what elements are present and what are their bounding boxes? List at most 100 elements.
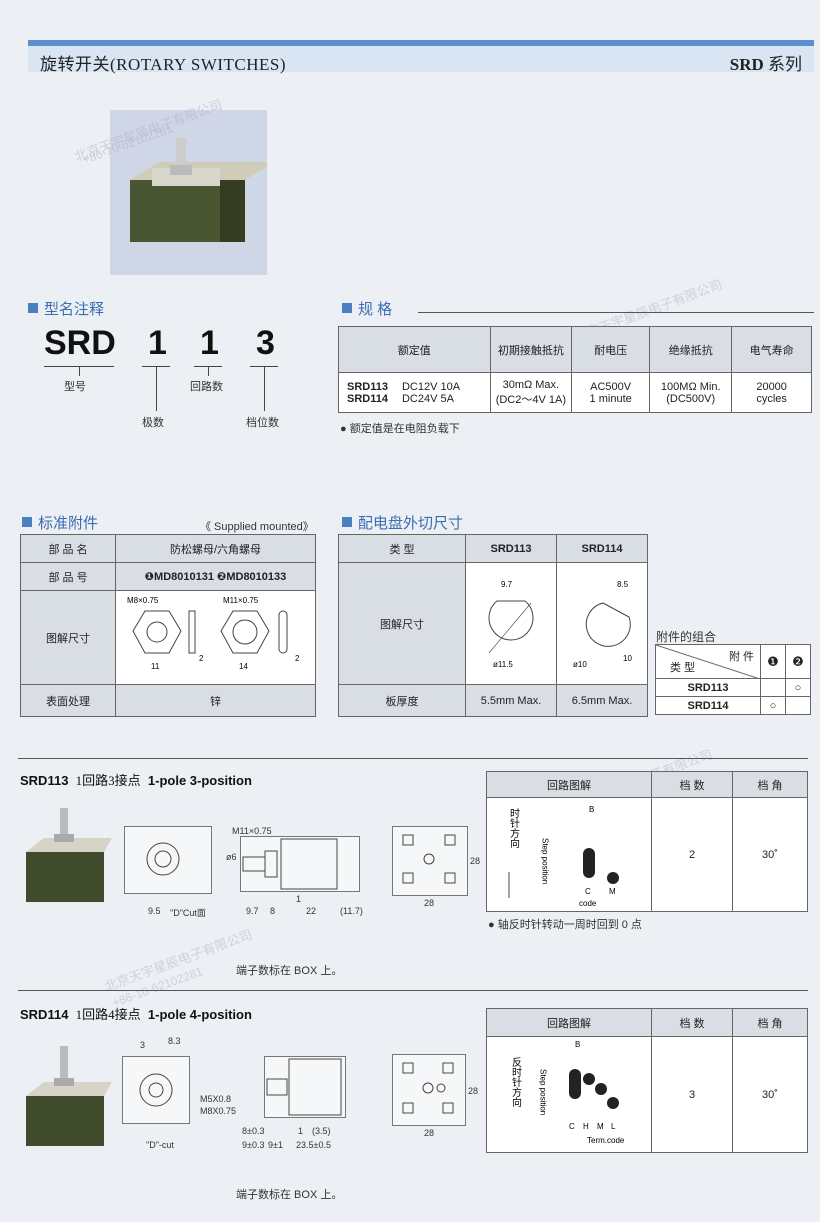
srd113-side-drawing xyxy=(240,836,360,892)
combo-table: 附 件 类 型 ❶ ❷ SRD113○ SRD114○ xyxy=(655,644,811,715)
svg-text:M8×0.75: M8×0.75 xyxy=(127,596,159,605)
srd114-dim-1: 1 xyxy=(298,1126,304,1136)
label-poles: 极数 xyxy=(142,417,164,429)
cutout-srd114-icon: 8.5 ø10 10 xyxy=(573,580,632,669)
cutout-srd113-icon: 9.7 ø11.5 xyxy=(488,580,534,669)
svg-text:C: C xyxy=(585,887,591,896)
srd113-terminal-note: 端子数标在 BOX 上。 xyxy=(236,965,343,977)
svg-text:M: M xyxy=(609,887,616,896)
nut-drawing-icon: M8×0.75 11 2 M11×0.75 14 2 xyxy=(127,596,300,671)
srd114-terminal-drawing xyxy=(392,1054,466,1126)
srd114-title: SRD114 1回路4接点 1-pole 4-position xyxy=(20,1007,252,1022)
srd113-photo-icon xyxy=(26,808,112,902)
srd113-steps: 2 xyxy=(651,797,733,912)
svg-text:M11×0.75: M11×0.75 xyxy=(223,596,259,605)
srd114-dim-28h: 28 xyxy=(468,1086,479,1096)
srd114-terminal-icon xyxy=(402,1062,454,1114)
product-photo xyxy=(110,110,275,275)
model-section-title: 型名注释 xyxy=(28,298,104,319)
spec-note: ● 额定值是在电阻负载下 xyxy=(340,423,460,435)
srd113-dim-1: 1 xyxy=(296,894,302,904)
srd113-dim-28w: 28 xyxy=(424,898,435,908)
svg-text:code: code xyxy=(579,899,597,908)
page-title: 旋转开关(ROTARY SWITCHES) xyxy=(40,55,287,74)
svg-text:C: C xyxy=(569,1122,575,1131)
label-type: 型号 xyxy=(64,381,86,393)
srd114-front-drawing xyxy=(122,1056,190,1124)
srd113-dim-28h: 28 xyxy=(470,856,481,866)
svg-text:ø10: ø10 xyxy=(573,660,587,669)
srd114-dim-m8: M8X0.75 xyxy=(200,1106,237,1116)
model-char-positions: 3 xyxy=(256,324,275,362)
svg-text:10: 10 xyxy=(623,654,632,663)
srd114-table: 回路图解档 数档 角 反时针方向 Step position B C H M L… xyxy=(486,1008,808,1153)
srd114-steps: 3 xyxy=(651,1036,733,1153)
square-bullet-icon xyxy=(28,303,38,313)
srd113-dim-shaft: ø6 xyxy=(226,852,237,862)
srd113-circuit-diagram: 时针方向 Step position B C M code xyxy=(508,805,619,908)
srd113-dim-b: "D"Cut面 xyxy=(170,908,206,918)
model-char-poles: 1 xyxy=(148,324,167,362)
srd113-table: 回路图解档 数档 角 时针方向 Step position B C M code… xyxy=(486,771,808,912)
srd113-terminal-icon xyxy=(402,834,456,884)
srd114-dim-35: (3.5) xyxy=(312,1126,331,1136)
spec-head-rating: 额定值 xyxy=(338,326,491,373)
accessories-section-title: 标准附件 xyxy=(22,512,98,533)
square-bullet-icon xyxy=(342,303,352,313)
series-code: SRD xyxy=(729,55,764,74)
model-char-circuits: 1 xyxy=(200,324,219,362)
series-title: SRD 系列 xyxy=(730,50,802,75)
srd114-dim-3: 3 xyxy=(140,1040,146,1050)
label-circuits: 回路数 xyxy=(190,381,223,393)
srd113-angle: 30˚ xyxy=(732,797,808,912)
svg-text:9.7: 9.7 xyxy=(501,580,513,589)
srd113-dim-117: (11.7) xyxy=(340,906,363,916)
header-band xyxy=(28,46,814,72)
srd113-dim-thread: M11×0.75 xyxy=(232,826,272,836)
series-suffix: 系列 xyxy=(768,55,802,74)
spec-section-title: 规 格 xyxy=(342,298,392,319)
divider xyxy=(18,758,808,759)
svg-text:Step position: Step position xyxy=(539,1069,548,1115)
svg-text:2: 2 xyxy=(295,654,300,663)
srd113-dim-8: 8 xyxy=(270,906,276,916)
srd113-terminal-drawing xyxy=(392,826,468,896)
srd114-photo-icon xyxy=(26,1046,112,1146)
srd113-note: ● 轴反时针转动一周时回到 0 点 xyxy=(488,919,642,931)
supplied-note: 《 Supplied mounted》 xyxy=(200,521,314,533)
svg-text:B: B xyxy=(575,1040,580,1049)
srd114-side-drawing xyxy=(264,1056,346,1118)
spec-head-voltage: 耐电压 xyxy=(571,326,651,373)
svg-text:H: H xyxy=(583,1122,589,1131)
svg-text:ø11.5: ø11.5 xyxy=(493,660,513,669)
srd114-dim-9-03: 9±0.3 xyxy=(242,1140,265,1150)
svg-text:11: 11 xyxy=(151,662,160,671)
svg-text:B: B xyxy=(589,805,594,814)
srd113-side-icon xyxy=(242,838,338,890)
spec-head-life: 电气寿命 xyxy=(731,326,812,373)
square-bullet-icon xyxy=(342,517,352,527)
divider xyxy=(18,990,808,991)
srd114-front-icon xyxy=(139,1073,173,1107)
srd114-dim-m5: M5X0.8 xyxy=(200,1094,232,1104)
square-bullet-icon xyxy=(22,517,32,527)
srd113-dim-a: 9.5 xyxy=(148,906,161,916)
srd113-front-icon xyxy=(146,842,180,876)
svg-text:M: M xyxy=(597,1122,604,1131)
srd114-dim-28w: 28 xyxy=(424,1128,435,1138)
srd114-terminal-note: 端子数标在 BOX 上。 xyxy=(236,1189,343,1201)
svg-text:2: 2 xyxy=(199,654,204,663)
svg-text:时针方向: 时针方向 xyxy=(508,808,520,848)
srd114-dim-235: 23.5±0.5 xyxy=(296,1140,331,1150)
srd114-dim-8-03: 8±0.3 xyxy=(242,1126,265,1136)
panel-section-title: 配电盘外切尺寸 xyxy=(342,512,463,533)
svg-text:反时针方向: 反时针方向 xyxy=(510,1057,522,1107)
header-bar xyxy=(28,40,814,46)
srd113-dim-97: 9.7 xyxy=(246,906,259,916)
svg-text:Step position: Step position xyxy=(541,838,550,884)
spec-head-contact: 初期接触抵抗 xyxy=(489,326,573,373)
